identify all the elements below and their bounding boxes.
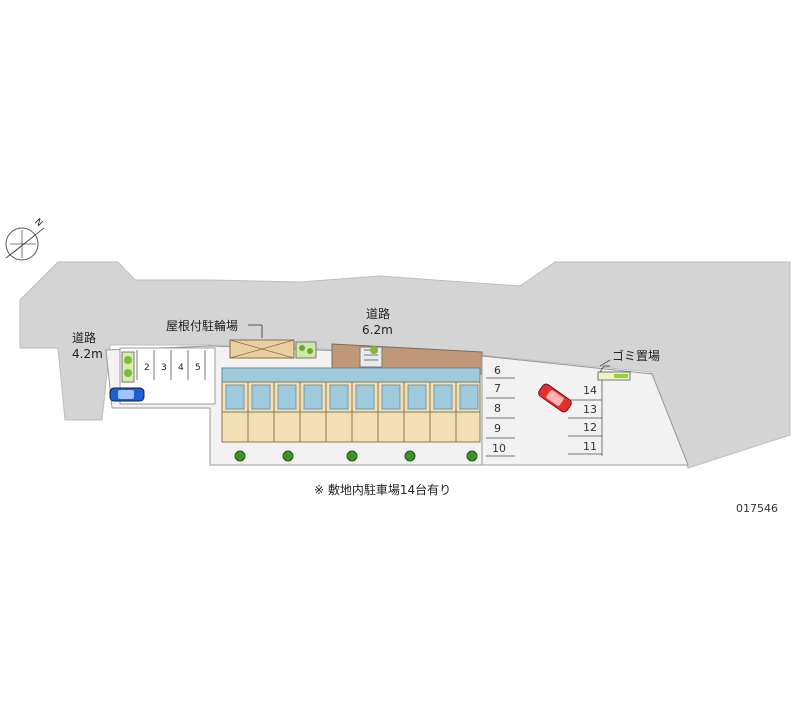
compass-icon: N: [5, 217, 45, 261]
car-blue-icon: [109, 387, 145, 402]
building-roof: [221, 367, 481, 383]
parking-label-4: 4: [178, 363, 184, 373]
road-top-width: 6.2m: [362, 323, 393, 337]
garbage-area-label: ゴミ置場: [612, 348, 660, 363]
right-parking-lines-left: [486, 377, 515, 457]
bicycle-parking-label: 屋根付駐輪場: [166, 318, 238, 333]
left-parking-lines: [136, 350, 206, 380]
parking-label-12: 12: [583, 421, 597, 434]
parking-label-2: 2: [144, 363, 150, 373]
road-left-name: 道路: [72, 330, 96, 345]
parking-note: ※ 敷地内駐車場14台有り: [314, 482, 451, 497]
parking-label-3: 3: [161, 363, 167, 373]
parking-label-7: 7: [494, 382, 501, 395]
parking-label-8: 8: [494, 402, 501, 415]
road-area: [19, 261, 791, 469]
building-units: [221, 381, 481, 443]
parking-label-5: 5: [195, 363, 201, 373]
road-left-width: 4.2m: [72, 347, 103, 361]
greenery-row: [234, 450, 478, 462]
compass-label: N: [32, 217, 44, 229]
parking-label-13: 13: [583, 403, 597, 416]
right-parking-lines-right: [568, 380, 603, 456]
road-top-name: 道路: [366, 306, 390, 321]
parking-label-9: 9: [494, 422, 501, 435]
property-code: 017546: [736, 502, 778, 515]
parking-label-11: 11: [583, 440, 597, 453]
parking-label-10: 10: [492, 442, 506, 455]
parking-label-14: 14: [583, 384, 597, 397]
car-red-icon: [538, 383, 572, 413]
right-parking-area: [481, 355, 689, 466]
parking-label-6: 6: [494, 364, 501, 377]
